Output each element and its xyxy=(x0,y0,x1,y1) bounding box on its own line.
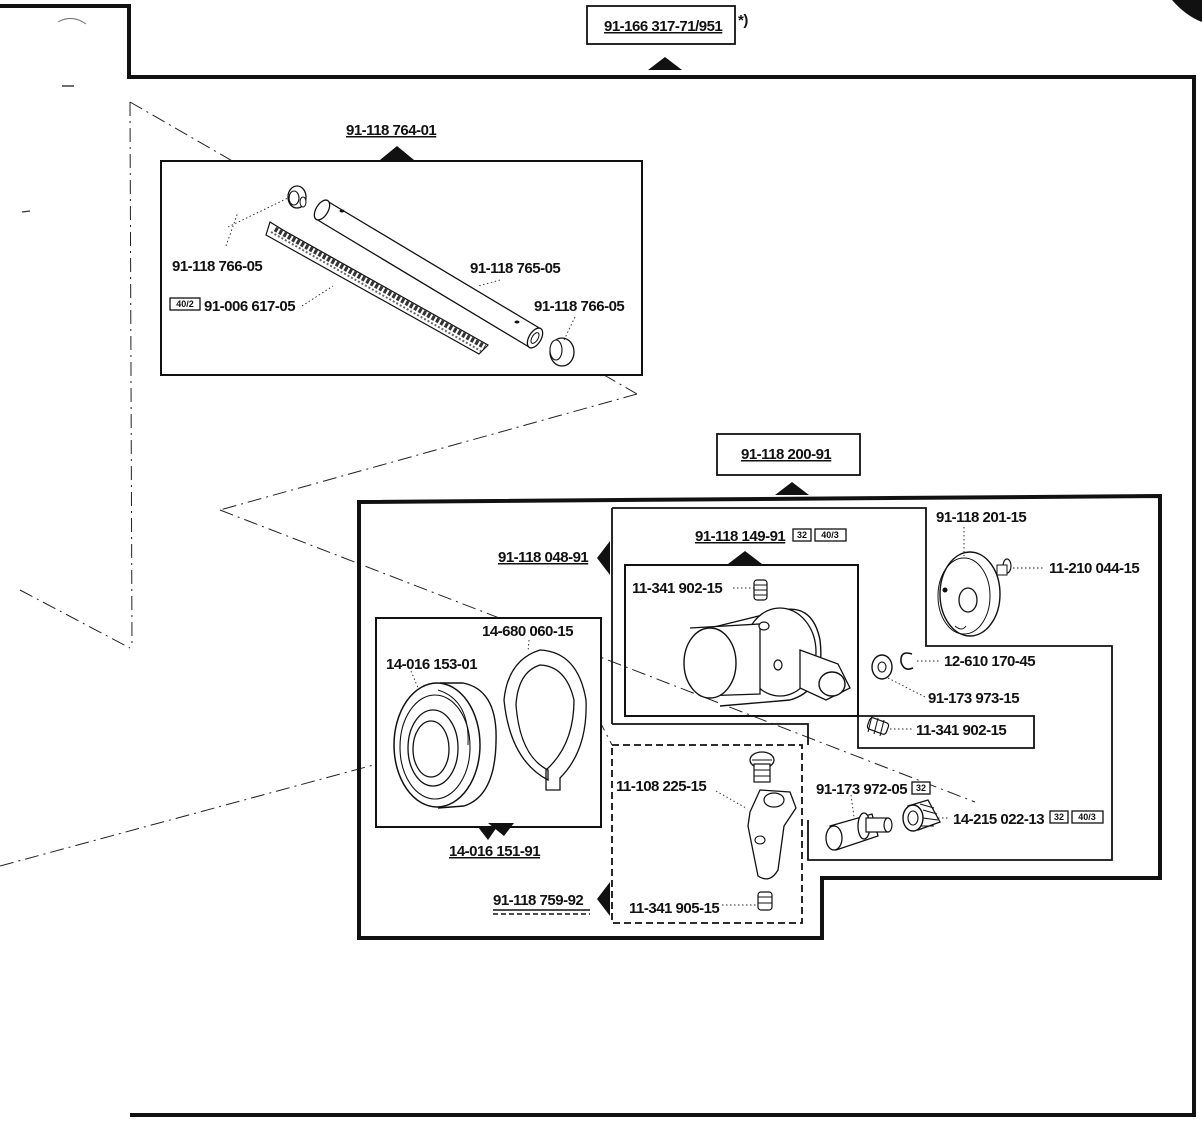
label-right-set-screw: 11-341 902-15 xyxy=(916,722,1006,739)
leader-line xyxy=(227,196,291,228)
wick-ref-tag-text: 40/2 xyxy=(176,299,194,309)
plug-top xyxy=(287,185,307,209)
crank-ref-tag-1-text: 32 xyxy=(797,530,807,540)
main-assembly-frame xyxy=(0,4,1196,1117)
circlip xyxy=(900,652,914,670)
label-needle-bearing: 14-215 022-13 xyxy=(953,811,1044,828)
main-assembly-box xyxy=(586,5,736,45)
label-plug-top: 91-118 766-05 xyxy=(172,258,262,275)
washer xyxy=(871,654,893,680)
leader-line xyxy=(850,794,855,818)
clamp-body xyxy=(747,789,797,880)
label-clamp-set-screw: 11-341 905-15 xyxy=(629,900,719,917)
needle-bearing xyxy=(902,799,941,832)
guide-line xyxy=(219,393,638,511)
main-assembly-part-number: 91-166 317-71/951 xyxy=(604,18,722,35)
main-assembly-note: *) xyxy=(738,12,748,29)
stud-ref-tag xyxy=(911,781,931,795)
bearing-ref-tag-1 xyxy=(1049,810,1069,824)
label-retaining-ring: 14-680 060-15 xyxy=(482,623,573,640)
sub-frame-divider xyxy=(612,723,809,745)
stud-ref-tag-text: 32 xyxy=(916,783,926,793)
tube xyxy=(313,199,544,349)
bearing-group-part-number: 91-118 048-91 xyxy=(498,549,588,566)
clamp-group-pointer xyxy=(597,882,610,916)
sub-frame-right xyxy=(612,507,1113,861)
crank-group-pointer xyxy=(728,551,762,564)
leader-line xyxy=(410,670,419,689)
bearing-group-pointer xyxy=(597,541,610,575)
guide-line xyxy=(219,509,976,803)
tube-group-part-number: 91-118 764-01 xyxy=(346,122,436,139)
scan-mark xyxy=(57,18,87,25)
label-crank-set-screw: 11-341 902-15 xyxy=(632,580,722,597)
guide-line xyxy=(129,101,133,649)
bearing-ref-tag-2 xyxy=(1071,810,1104,824)
crank-body xyxy=(683,607,851,707)
hook-group-frame xyxy=(357,493,1162,940)
bearing-ref-tag-2-text: 40/3 xyxy=(1078,812,1096,822)
label-clamp-screw: 11-108 225-15 xyxy=(616,778,706,795)
label-cover-plate: 91-118 201-15 xyxy=(936,509,1026,526)
scan-mark xyxy=(21,210,31,213)
crank-ref-tag-2-text: 40/3 xyxy=(821,530,839,540)
leader-line xyxy=(887,677,926,698)
tube-group-pointer xyxy=(380,146,414,160)
sub-assembly-pointer-2 xyxy=(488,823,514,836)
label-plug-bottom: 91-118 766-05 xyxy=(534,298,624,315)
sub-assembly-pointer xyxy=(478,827,497,840)
label-cover-screw: 11-210 044-15 xyxy=(1049,560,1139,577)
wick xyxy=(265,221,489,355)
ball-bearing xyxy=(393,682,497,809)
clamp-screw xyxy=(749,751,775,783)
cover-screw xyxy=(996,558,1012,576)
plug-bottom xyxy=(549,337,575,367)
label-circlip: 12-610 170-45 xyxy=(944,653,1035,670)
bearing-ref-tag-1-text: 32 xyxy=(1054,812,1064,822)
clamp-set-screw xyxy=(757,891,773,911)
main-assembly-pointer xyxy=(648,57,682,70)
guide-line xyxy=(19,589,131,649)
page-corner-mark xyxy=(1172,0,1202,22)
bearing-sub-assembly-part-number: 14-016 151-91 xyxy=(449,843,540,860)
cover-plate xyxy=(937,551,1001,637)
hook-group-part-number: 91-118 200-91 xyxy=(741,446,831,463)
crank-screw-box xyxy=(848,715,1035,749)
label-tube: 91-118 765-05 xyxy=(470,260,560,277)
crank-group-part-number: 91-118 149-91 xyxy=(695,528,785,545)
label-wick: 91-006 617-05 xyxy=(204,298,295,315)
hook-group-box xyxy=(716,433,861,476)
leader-line xyxy=(563,316,576,341)
wick-ref-tag xyxy=(169,297,201,311)
crank-ref-tag-2 xyxy=(814,528,847,542)
crank-ref-tag-1 xyxy=(792,528,812,542)
label-washer: 91-173 973-15 xyxy=(928,690,1019,707)
retaining-ring xyxy=(503,649,587,791)
hook-group-pointer xyxy=(775,482,809,495)
stud xyxy=(825,812,893,851)
crank-set-screw xyxy=(753,579,768,601)
guide-line xyxy=(0,759,393,867)
label-stud: 91-173 972-05 xyxy=(816,781,907,798)
clamp-group-part-number: 91-118 759-92 xyxy=(493,892,583,909)
right-set-screw xyxy=(866,715,890,737)
label-ball-bearing: 14-016 153-01 xyxy=(386,656,477,673)
leader-line xyxy=(715,790,747,809)
